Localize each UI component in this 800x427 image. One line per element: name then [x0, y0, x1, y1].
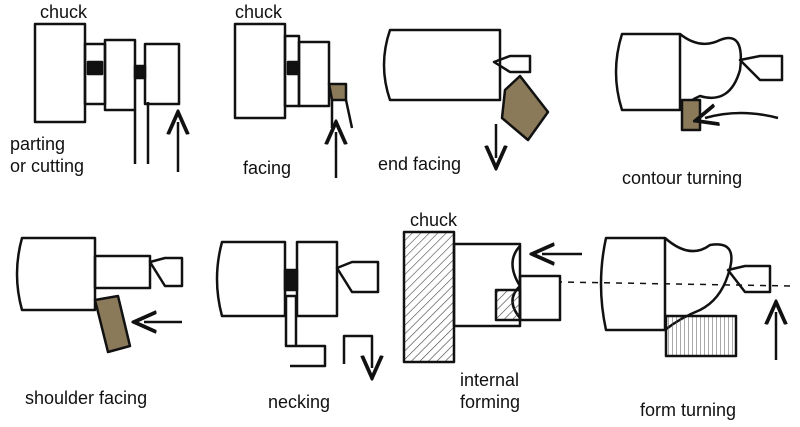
panel-parting [33, 22, 181, 172]
label-chuck-3: chuck [410, 210, 458, 230]
label-chuck-2: chuck [235, 2, 283, 22]
contour-tool [680, 98, 702, 132]
panel-facing [233, 22, 354, 178]
workpiece [15, 236, 97, 312]
panel-necking [215, 240, 380, 368]
center-point [335, 260, 380, 294]
panel-shoulder-facing [15, 236, 184, 354]
chuck-body [33, 22, 87, 124]
jaw-key [86, 60, 104, 76]
label-parting-line1: parting [10, 134, 66, 154]
end-facing-tool [500, 74, 550, 142]
contoured-profile [679, 33, 743, 111]
center-point [492, 54, 532, 74]
formed-section [494, 288, 522, 322]
center-point [148, 256, 184, 288]
forming-tool [518, 274, 562, 322]
facing-tool-tip [327, 82, 348, 102]
workpiece [215, 240, 287, 318]
label-form-turning: form turning [640, 400, 737, 420]
workpiece [297, 40, 331, 108]
label-necking: necking [268, 392, 331, 412]
workpiece-end [143, 42, 181, 106]
center-point [738, 54, 784, 82]
panel-contour-turning [614, 32, 784, 132]
feed-arrow [342, 334, 372, 368]
chuck-body [233, 22, 287, 120]
shoulder-tool [93, 294, 132, 354]
label-end-facing: end facing [378, 154, 462, 174]
workpiece [382, 28, 502, 102]
label-parting-line2: or cutting [10, 156, 85, 176]
workpiece-stock [599, 236, 667, 332]
panel-internal-forming [402, 230, 582, 364]
label-shoulder-facing: shoulder facing [25, 388, 148, 408]
jaw-key [286, 60, 300, 76]
workpiece-stock [614, 32, 682, 112]
facing-tool [330, 99, 354, 129]
necking-tool [284, 294, 327, 368]
chuck-body [402, 230, 456, 364]
label-internal-line1: internal [460, 370, 520, 390]
label-internal-line2: forming [460, 392, 521, 412]
centerline [559, 281, 791, 287]
parting-tool [133, 102, 150, 164]
neck-groove [283, 268, 299, 292]
form-tool [664, 314, 738, 358]
label-facing: facing [243, 158, 292, 178]
label-chuck-1: chuck [40, 2, 88, 22]
reduced-diameter [93, 254, 152, 290]
label-contour-turning: contour turning [622, 168, 743, 188]
center-point [726, 264, 772, 294]
parting-groove [133, 64, 147, 80]
panel-end-facing [382, 28, 550, 158]
workpiece-end [295, 240, 339, 318]
path-arrow [705, 113, 779, 118]
workpiece [103, 38, 137, 112]
panel-form-turning [559, 236, 791, 360]
